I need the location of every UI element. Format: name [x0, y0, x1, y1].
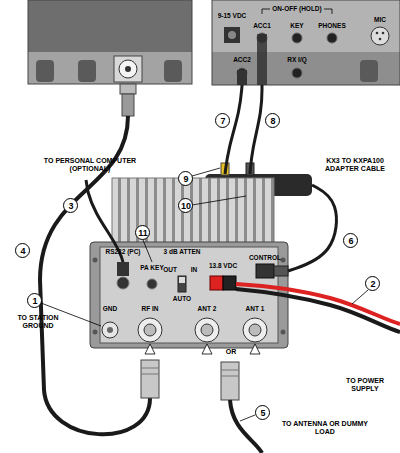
callout-circle: 7: [215, 113, 230, 128]
callout-label: TO ANTENNA OR DUMMY LOAD: [280, 420, 370, 436]
port-label: RS232 (PC): [105, 248, 140, 255]
callout-circle: 4: [15, 243, 30, 258]
port-label: ANT 1: [246, 305, 265, 312]
callout-number: 7: [220, 117, 225, 126]
callout-number: 2: [370, 280, 375, 289]
port-label: ACC1: [253, 22, 271, 29]
coax-plug: [141, 360, 159, 398]
radio-rear-panel: 9-15 VDC ON-OFF (HOLD) ACC1 KEY PHONES MIC ACC…: [212, 0, 400, 85]
amplifier-front-panel: RS232 (PC) PA KEY 3 dB ATTEN OUT IN AUTO 13.8 …: [90, 242, 288, 348]
callout-circle: 8: [265, 113, 280, 128]
port-label: ANT 2: [198, 305, 217, 312]
port-label: 9-15 VDC: [218, 12, 247, 19]
amplifier-panel: [90, 242, 288, 348]
port-label: GND: [103, 305, 117, 312]
callout-number: 4: [20, 247, 25, 256]
callout-label: TO POWER SUPPLY: [335, 377, 395, 393]
cable: [288, 185, 336, 271]
port-label: 13.8 VDC: [209, 262, 237, 269]
callout-circle: 10: [178, 198, 193, 213]
port-label: MIC: [374, 16, 386, 23]
cable: [225, 85, 242, 174]
port-label: 3 dB ATTEN: [164, 248, 201, 255]
callout-number: 8: [270, 117, 275, 126]
callout-circle: 3: [63, 198, 78, 213]
port-label: CONTROL: [249, 254, 281, 261]
arrow-symbol: [202, 344, 212, 354]
port-label: PHONES: [318, 22, 345, 29]
port-label: ACC2: [233, 56, 251, 63]
port-label: IN: [191, 266, 198, 273]
device-label: KX3 TO KXPA100 ADAPTER CABLE: [315, 157, 395, 173]
radio-rear-panel-right: [212, 0, 400, 85]
plug: [117, 262, 129, 276]
port-label: RX I/Q: [287, 56, 307, 63]
plug: [274, 266, 288, 276]
callout-circle: 1: [27, 293, 42, 308]
radio-rear-panel-left: [28, 0, 192, 116]
callout-number: 1: [32, 297, 37, 306]
arrow-symbol: [250, 344, 260, 354]
port-label: RF IN: [142, 305, 159, 312]
callout-circle: 6: [343, 233, 358, 248]
callout-circle: 9: [178, 171, 193, 186]
port-label: ON-OFF (HOLD): [272, 5, 321, 12]
callout-label: OR: [226, 348, 237, 356]
adapter-cable: KX3 TO KXPA100 ADAPTER CABLE: [205, 174, 312, 196]
callout-label: TO PERSONAL COMPUTER (OPTIONAL): [43, 157, 138, 173]
callout-number: 5: [260, 409, 265, 418]
callout-number: 10: [181, 202, 191, 211]
coax-plug: [221, 362, 239, 400]
port-label: OUT: [163, 266, 177, 273]
leader-line: [41, 168, 368, 421]
callout-number: 3: [68, 202, 73, 211]
callout-number: 9: [183, 175, 188, 184]
callout-circle: 5: [255, 405, 270, 420]
port-label: AUTO: [173, 295, 191, 302]
port-label: KEY: [290, 22, 303, 29]
port-label: PA KEY: [140, 264, 163, 271]
arrow-symbol: [145, 344, 155, 354]
callout-circle: 11: [135, 225, 150, 240]
callout-label: TO STATION GROUND: [10, 314, 66, 330]
callout-circle: 2: [365, 276, 380, 291]
callout-number: 6: [348, 237, 353, 246]
cable: [250, 85, 262, 174]
callout-number: 11: [138, 229, 148, 238]
heatsink: [112, 178, 274, 244]
power-wire: [236, 289, 400, 332]
